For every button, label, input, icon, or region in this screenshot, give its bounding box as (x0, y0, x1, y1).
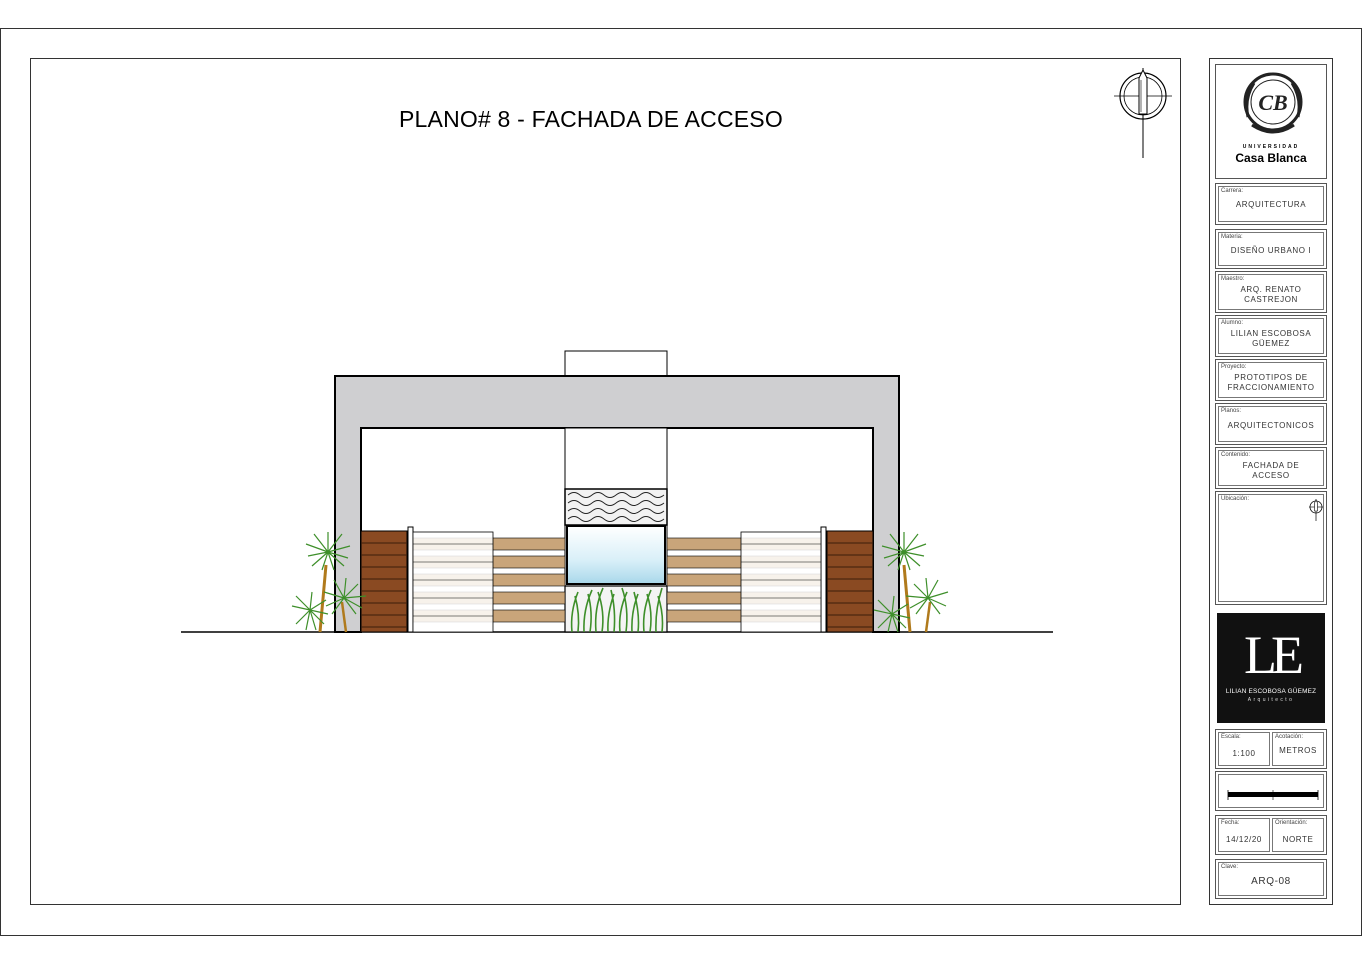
glass-window (566, 525, 666, 585)
field-proyecto-label: Proyecto: (1221, 364, 1247, 370)
fecha-label: Fecha: (1221, 820, 1240, 826)
field-planos-label: Planos: (1221, 408, 1242, 414)
field-planos: Planos: ARQUITECTONICOS (1215, 403, 1327, 445)
compass-north-icon (1309, 499, 1323, 521)
field-carrera-label: Carrera: (1221, 188, 1244, 194)
location-label: Ubicación: (1221, 496, 1250, 502)
clave-box: Clave: ARQ-08 (1215, 859, 1327, 899)
field-carrera: Carrera: ARQUITECTURA (1215, 183, 1327, 225)
field-contenido: Contenido: FACHADA DE ACCESO (1215, 447, 1327, 489)
field-materia-label: Materia: (1221, 234, 1243, 240)
planter (564, 585, 668, 633)
title-block (1209, 58, 1333, 905)
facade-elevation (181, 350, 1053, 633)
acotacion-value: METROS (1279, 746, 1317, 755)
location-box: Ubicación: (1215, 491, 1327, 605)
drawing-area (30, 58, 1181, 905)
field-carrera-value: ARQUITECTURA (1235, 200, 1307, 209)
graphic-scale-box (1215, 771, 1327, 811)
palm-left (291, 532, 367, 633)
escala-box: Escala: 1:100 (1218, 732, 1270, 766)
field-materia: Materia: DISEÑO URBANO I (1215, 229, 1327, 269)
stone-pattern (567, 492, 665, 522)
escala-label: Escala: (1221, 734, 1241, 740)
planter-plants (570, 587, 664, 633)
orientacion-label: Orientación: (1275, 820, 1308, 826)
palm-right (873, 532, 949, 633)
acotacion-label: Acotación: (1275, 734, 1304, 740)
field-planos-value: ARQUITECTONICOS (1227, 421, 1315, 430)
orientacion-value: NORTE (1282, 835, 1314, 844)
graphic-scale-bar (1227, 790, 1319, 800)
field-contenido-value: FACHADA DE ACCESO (1242, 461, 1300, 480)
field-proyecto-value: PROTOTIPOS DE FRACCIONAMIENTO (1227, 373, 1315, 392)
university-small: UNIVERSIDAD (1242, 144, 1300, 150)
gate-right (666, 531, 822, 633)
seal-icon: CB (1243, 72, 1303, 134)
gate-post-right (820, 526, 827, 633)
gate-left (412, 531, 566, 633)
escala-value: 1:100 (1232, 749, 1256, 758)
gate-post-left (407, 526, 414, 633)
brand-logo: LE LILIAN ESCOBOSA GÜEMEZ Arquitecto (1217, 613, 1325, 723)
escala-row: Escala: 1:100 Acotación: METROS (1215, 729, 1327, 769)
field-maestro: Maestro: ARQ. RENATO CASTREJON (1215, 271, 1327, 313)
wood-panel-right (826, 530, 874, 633)
university-name: Casa Blanca (1235, 151, 1307, 165)
field-contenido-label: Contenido: (1221, 452, 1251, 458)
fecha-value: 14/12/20 (1226, 835, 1262, 844)
sheet-title: PLANO# 8 - FACHADA DE ACCESO (399, 106, 783, 132)
seal-monogram: CB (1258, 90, 1287, 115)
field-maestro-label: Maestro: (1221, 276, 1245, 282)
clave-label: Clave: (1221, 864, 1239, 870)
field-maestro-value: ARQ. RENATO CASTREJON (1240, 285, 1302, 304)
tower-top (564, 350, 668, 378)
brand-logo-frame: LE LILIAN ESCOBOSA GÜEMEZ Arquitecto (1215, 611, 1327, 725)
field-materia-value: DISEÑO URBANO I (1230, 246, 1312, 255)
university-logo-box: CB UNIVERSIDAD Casa Blanca (1215, 64, 1327, 179)
fecha-row: Fecha: 14/12/20 Orientación: NORTE (1215, 815, 1327, 855)
field-alumno: Alumno: LILIAN ESCOBOSA GÜEMEZ (1215, 315, 1327, 357)
acotacion-box: Acotación: METROS (1272, 732, 1324, 766)
brand-subtitle: Arquitecto (1247, 697, 1295, 703)
field-alumno-label: Alumno: (1221, 320, 1244, 326)
orientacion-box: Orientación: NORTE (1272, 818, 1324, 852)
field-alumno-value: LILIAN ESCOBOSA GÜEMEZ (1230, 329, 1312, 348)
portal-frame (334, 375, 900, 633)
fecha-box: Fecha: 14/12/20 (1218, 818, 1270, 852)
clave-value: ARQ-08 (1251, 876, 1291, 887)
field-proyecto: Proyecto: PROTOTIPOS DE FRACCIONAMIENTO (1215, 359, 1327, 401)
brand-monogram: LE (1244, 625, 1304, 685)
wood-panel-left (360, 530, 408, 633)
brand-name: LILIAN ESCOBOSA GÜEMEZ (1225, 688, 1317, 695)
compass-north-icon (1114, 68, 1172, 158)
